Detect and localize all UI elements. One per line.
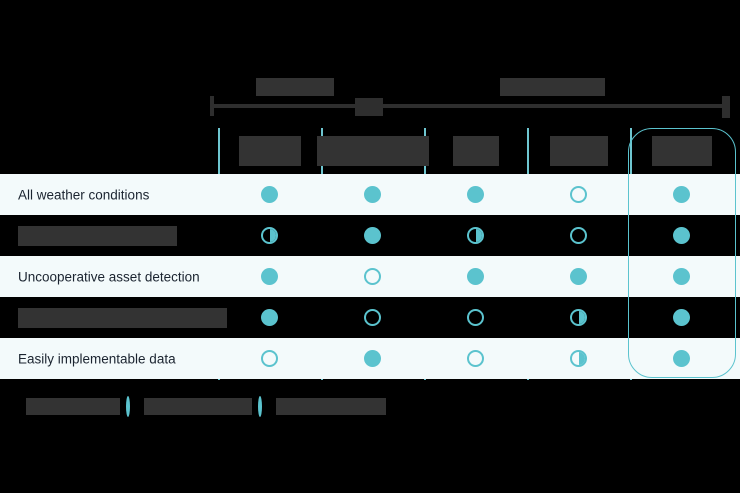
matrix-cell[interactable] bbox=[218, 256, 321, 297]
axis-label-left: ███████ bbox=[256, 78, 334, 96]
matrix-cell[interactable] bbox=[630, 338, 733, 379]
column-header-4[interactable]: ████ bbox=[549, 136, 608, 166]
legend: ███████████████████████████████████ bbox=[8, 396, 392, 417]
column-header-2[interactable]: █████████ bbox=[316, 136, 429, 166]
row-label-row-easily-implementable: Easily implementable data bbox=[18, 351, 176, 366]
matrix-cell[interactable] bbox=[630, 297, 733, 338]
matrix-cell[interactable] bbox=[321, 256, 424, 297]
matrix-cell[interactable] bbox=[218, 338, 321, 379]
full-dot-icon bbox=[467, 186, 484, 203]
axis-line bbox=[212, 104, 729, 108]
matrix-cell[interactable] bbox=[321, 297, 424, 338]
axis-label-right: ██████████ bbox=[500, 78, 605, 96]
matrix-header-row: ████████████████████████ bbox=[0, 128, 740, 173]
legend-swatch bbox=[258, 396, 274, 417]
matrix-cell[interactable] bbox=[630, 256, 733, 297]
legend-item-1: ███████████ bbox=[8, 396, 120, 416]
half-dot-icon bbox=[261, 227, 278, 244]
matrix-cell[interactable] bbox=[630, 215, 733, 256]
open-dot-icon bbox=[467, 350, 484, 367]
full-dot-icon bbox=[673, 350, 690, 367]
matrix-cell[interactable] bbox=[218, 215, 321, 256]
open-dot-icon bbox=[364, 309, 381, 326]
row-label-row-all-weather: All weather conditions bbox=[18, 187, 150, 202]
matrix-cell[interactable] bbox=[424, 338, 527, 379]
matrix-cell[interactable] bbox=[527, 174, 630, 215]
matrix-cell[interactable] bbox=[527, 338, 630, 379]
full-dot-icon bbox=[570, 268, 587, 285]
full-dot-icon bbox=[364, 186, 381, 203]
legend-item-3: ████████████ bbox=[258, 396, 386, 417]
matrix-cell[interactable] bbox=[424, 297, 527, 338]
full-dot-icon bbox=[673, 186, 690, 203]
comparison-matrix: ████████████████████████ All weather con… bbox=[0, 128, 740, 380]
matrix-row: Easily implementable data bbox=[0, 338, 740, 379]
full-dot-icon bbox=[364, 350, 381, 367]
matrix-cell[interactable] bbox=[527, 297, 630, 338]
matrix-cell[interactable] bbox=[321, 174, 424, 215]
matrix-cell[interactable] bbox=[424, 174, 527, 215]
half-dot-icon bbox=[467, 227, 484, 244]
axis-tick-middle-icon bbox=[355, 98, 383, 116]
axis-tick-right-icon bbox=[722, 96, 730, 118]
legend-swatch bbox=[126, 396, 142, 417]
legend-swatch bbox=[8, 398, 24, 414]
legend-label: ████████████ bbox=[276, 397, 386, 415]
full-dot-icon bbox=[261, 186, 278, 203]
open-dot-icon bbox=[570, 186, 587, 203]
open-dot-icon bbox=[364, 268, 381, 285]
full-dot-icon bbox=[673, 268, 690, 285]
full-dot-icon bbox=[364, 227, 381, 244]
matrix-cell[interactable] bbox=[527, 256, 630, 297]
axis-tick-left-icon bbox=[210, 96, 214, 116]
matrix-cell[interactable] bbox=[527, 215, 630, 256]
matrix-cell[interactable] bbox=[424, 215, 527, 256]
scale-axis: ███████ ██████████ bbox=[0, 0, 740, 128]
matrix-cell[interactable] bbox=[321, 338, 424, 379]
matrix-row: All weather conditions bbox=[0, 174, 740, 215]
open-dot-icon bbox=[467, 309, 484, 326]
full-dot-icon bbox=[467, 268, 484, 285]
open-dot-icon bbox=[570, 227, 587, 244]
legend-item-2: ████████████ bbox=[126, 396, 252, 417]
full-dot-icon bbox=[673, 227, 690, 244]
column-header-5[interactable]: ████ bbox=[651, 136, 712, 166]
matrix-row: █████████████████████ bbox=[0, 297, 740, 338]
matrix-cell[interactable] bbox=[218, 174, 321, 215]
legend-label: ████████████ bbox=[144, 397, 252, 415]
half-dot-icon bbox=[570, 350, 587, 367]
row-label-row-2: ██████████████████ bbox=[18, 225, 177, 246]
open-dot-icon bbox=[261, 350, 278, 367]
matrix-row: ██████████████████ bbox=[0, 215, 740, 256]
full-dot-icon bbox=[261, 268, 278, 285]
column-header-3[interactable]: ███ bbox=[452, 136, 499, 166]
full-dot-icon bbox=[673, 309, 690, 326]
matrix-cell[interactable] bbox=[218, 297, 321, 338]
row-label-row-4: █████████████████████ bbox=[18, 307, 227, 328]
open-dot-icon bbox=[258, 396, 262, 417]
matrix-cell[interactable] bbox=[321, 215, 424, 256]
matrix-cell[interactable] bbox=[424, 256, 527, 297]
matrix-cell[interactable] bbox=[630, 174, 733, 215]
column-header-1[interactable]: ████ bbox=[238, 136, 301, 166]
half-dot-icon bbox=[126, 396, 130, 417]
half-dot-icon bbox=[570, 309, 587, 326]
row-label-row-uncooperative: Uncooperative asset detection bbox=[18, 269, 200, 284]
full-dot-icon bbox=[261, 309, 278, 326]
matrix-row: Uncooperative asset detection bbox=[0, 256, 740, 297]
legend-label: ███████████ bbox=[26, 397, 120, 415]
